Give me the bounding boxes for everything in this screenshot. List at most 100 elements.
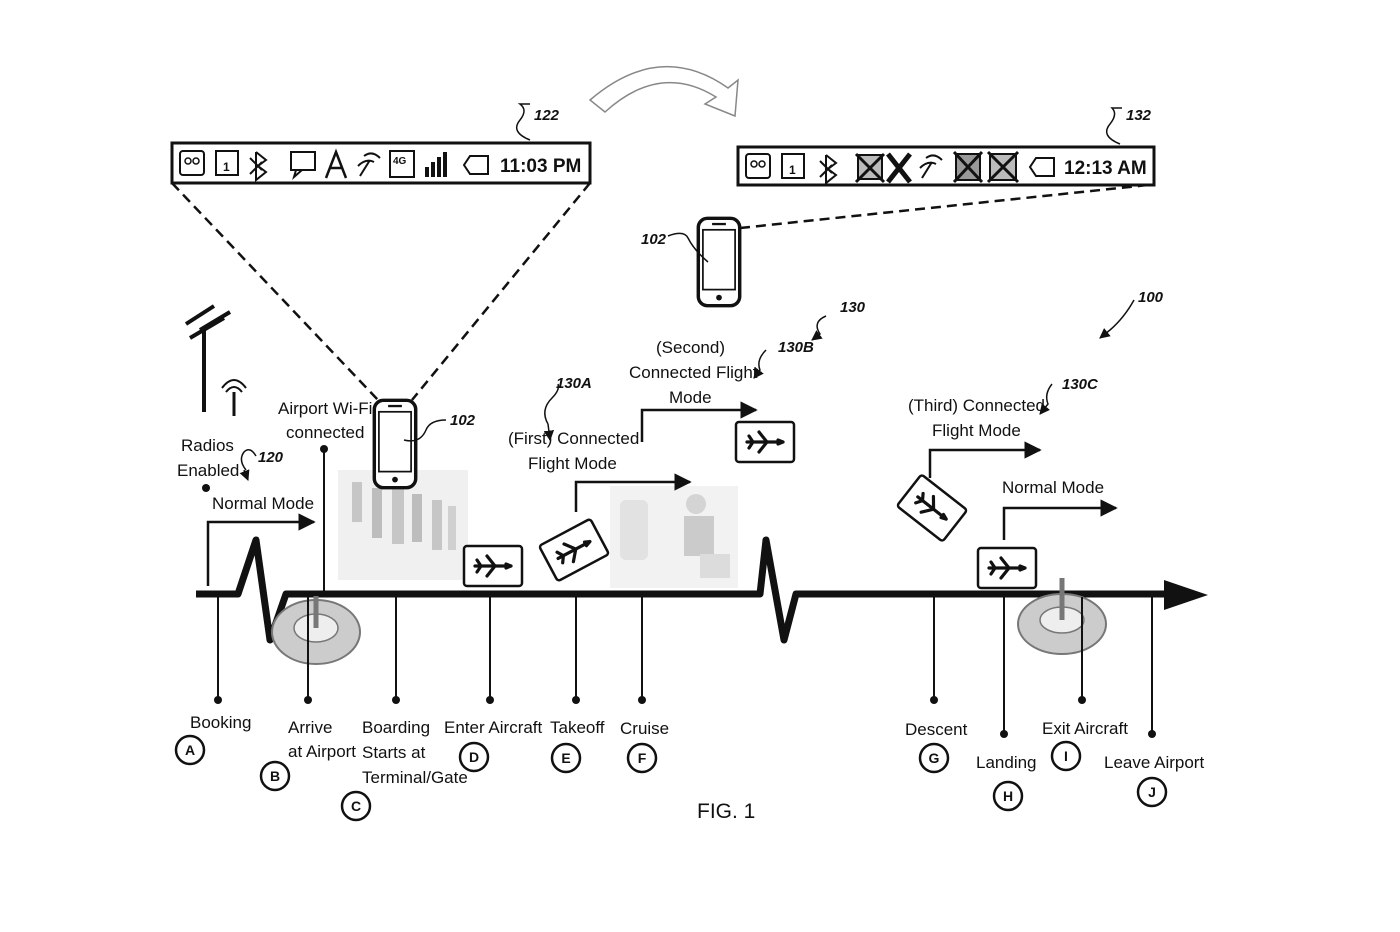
svg-text:1: 1: [789, 163, 796, 177]
nav-icon: [324, 148, 348, 179]
event-label: Booking: [190, 713, 251, 732]
event-letter: E: [561, 750, 570, 766]
event-label: Cruise: [620, 719, 669, 738]
ref-130a: 130A: [556, 375, 592, 392]
radios-label: Radios: [181, 436, 234, 455]
ref-130b: 130B: [778, 339, 814, 356]
calendar-icon: [781, 153, 805, 179]
wifi-signal-icon: [919, 154, 943, 179]
first-mode-label: (First) Connected: [508, 429, 639, 448]
voicemail-icon: [745, 153, 771, 179]
ref-120: 120: [258, 449, 284, 466]
ref-130c: 130C: [1062, 376, 1099, 393]
calendar-icon: [215, 150, 239, 176]
event-label: at Airport: [288, 742, 356, 761]
second-mode-label: Connected Flight: [629, 363, 758, 382]
event-letter-circle: [174, 734, 206, 766]
event-label: Descent: [905, 720, 968, 739]
mode-arrows: [206, 401, 1118, 586]
second-mode-label: (Second): [656, 338, 725, 357]
event-dot: [930, 696, 938, 704]
normal-mode-label: Normal Mode: [212, 494, 314, 513]
ref-102-upper: 102: [641, 231, 667, 248]
event-label: Takeoff: [550, 718, 605, 737]
status-time: 12:13 AM: [1064, 158, 1147, 179]
event-letter-circle: [1050, 740, 1082, 772]
event-letter: I: [1064, 748, 1068, 764]
first-mode-label: Flight Mode: [528, 454, 617, 473]
event-letter-circle: [626, 742, 658, 774]
normal-mode-label: Normal Mode: [1002, 478, 1104, 497]
radios-label: Enabled: [177, 461, 239, 480]
event-dot: [638, 696, 646, 704]
status-time: 11:03 PM: [500, 156, 581, 177]
event-label: Terminal/Gate: [362, 768, 468, 787]
event-label: Enter Aircraft: [444, 718, 543, 737]
battery-icon: [462, 155, 489, 175]
ref-leaders: [239, 299, 1135, 481]
chat-icon: [290, 151, 316, 171]
event-dot: [392, 696, 400, 704]
event-label: Arrive: [288, 718, 332, 737]
event-letter-circle: [340, 790, 372, 822]
event-letter: B: [270, 768, 280, 784]
airplane-badge-landing: [976, 546, 1038, 590]
voicemail-icon: [179, 150, 205, 176]
ref-122: 122: [534, 107, 560, 124]
event-letter-circle: [918, 742, 950, 774]
event-label: Landing: [976, 753, 1037, 772]
wifi-label: Airport Wi-Fi: [278, 399, 372, 418]
phone-after: 102: [641, 216, 742, 308]
callout-lines: [171, 182, 1149, 401]
ref-100: 100: [1138, 289, 1164, 306]
cell-tower-icon: [184, 304, 247, 416]
event-letter-circle: [992, 780, 1024, 812]
event-label: Exit Aircraft: [1042, 719, 1128, 738]
ref-102-lower: 102: [450, 412, 476, 429]
airplane-badge-takeoff: [538, 518, 610, 582]
4g-icon: [389, 150, 415, 178]
event-label: Leave Airport: [1104, 753, 1204, 772]
event-dot: [572, 696, 580, 704]
ref-132: 132: [1126, 107, 1152, 124]
event-letter: J: [1148, 784, 1156, 800]
terminal-leave-icon: [1017, 578, 1107, 655]
bluetooth-icon: [819, 154, 838, 186]
ref-130: 130: [840, 299, 866, 316]
signal-bars-icon: [425, 167, 429, 177]
event-letter: F: [638, 750, 647, 766]
event-dot: [1078, 696, 1086, 704]
event-dot: [304, 696, 312, 704]
event-letter: G: [929, 750, 940, 766]
phone-before: 102: [372, 398, 476, 490]
bluetooth-icon: [249, 151, 268, 183]
battery-icon: [1028, 157, 1055, 177]
status-bar-after: 1 12:13 AM 132: [736, 107, 1156, 187]
event-label: Starts at: [362, 743, 426, 762]
figure-caption: FIG. 1: [697, 800, 755, 823]
svg-text:4G: 4G: [393, 156, 407, 167]
event-letter: D: [469, 749, 479, 765]
disabled-nav-icon: [886, 152, 912, 184]
event-letter: H: [1003, 788, 1013, 804]
event-letter-circle: [458, 741, 490, 773]
event-letter-circle: [1136, 776, 1168, 808]
event-dot: [214, 696, 222, 704]
third-mode-label: (Third) Connected: [908, 396, 1045, 415]
third-mode-label: Flight Mode: [932, 421, 1021, 440]
airplane-badge-descent: [896, 474, 968, 542]
terminal-arrive-icon: [271, 596, 361, 665]
second-mode-label: Mode: [669, 388, 712, 407]
wifi-label: connected: [286, 423, 364, 442]
airplane-badge-cruise: [734, 420, 796, 464]
event-dot: [486, 696, 494, 704]
event-dot: [1000, 730, 1008, 738]
wifi-signal-icon: [357, 152, 381, 177]
timeline-axis: [196, 536, 1208, 644]
cabin-image: [610, 486, 738, 588]
event-letter-circle: [259, 760, 291, 792]
event-letter: C: [351, 798, 361, 814]
event-dot: [1148, 730, 1156, 738]
